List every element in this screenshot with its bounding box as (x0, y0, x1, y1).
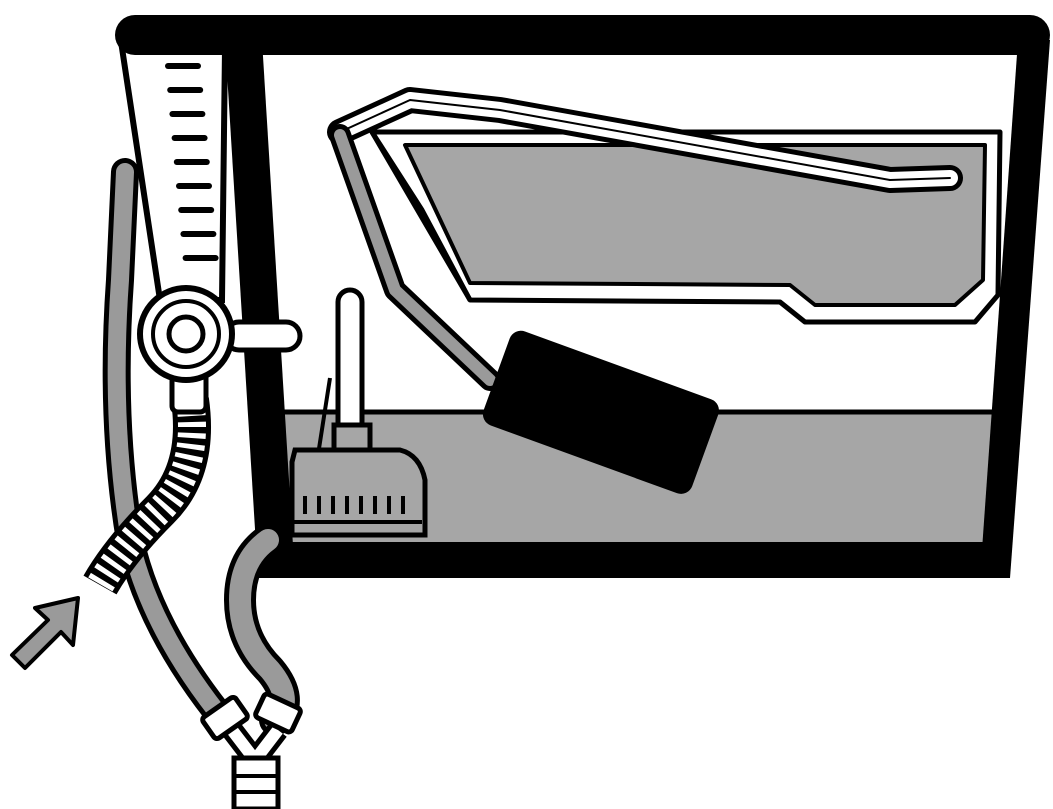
outlet-nozzle (225, 322, 300, 350)
